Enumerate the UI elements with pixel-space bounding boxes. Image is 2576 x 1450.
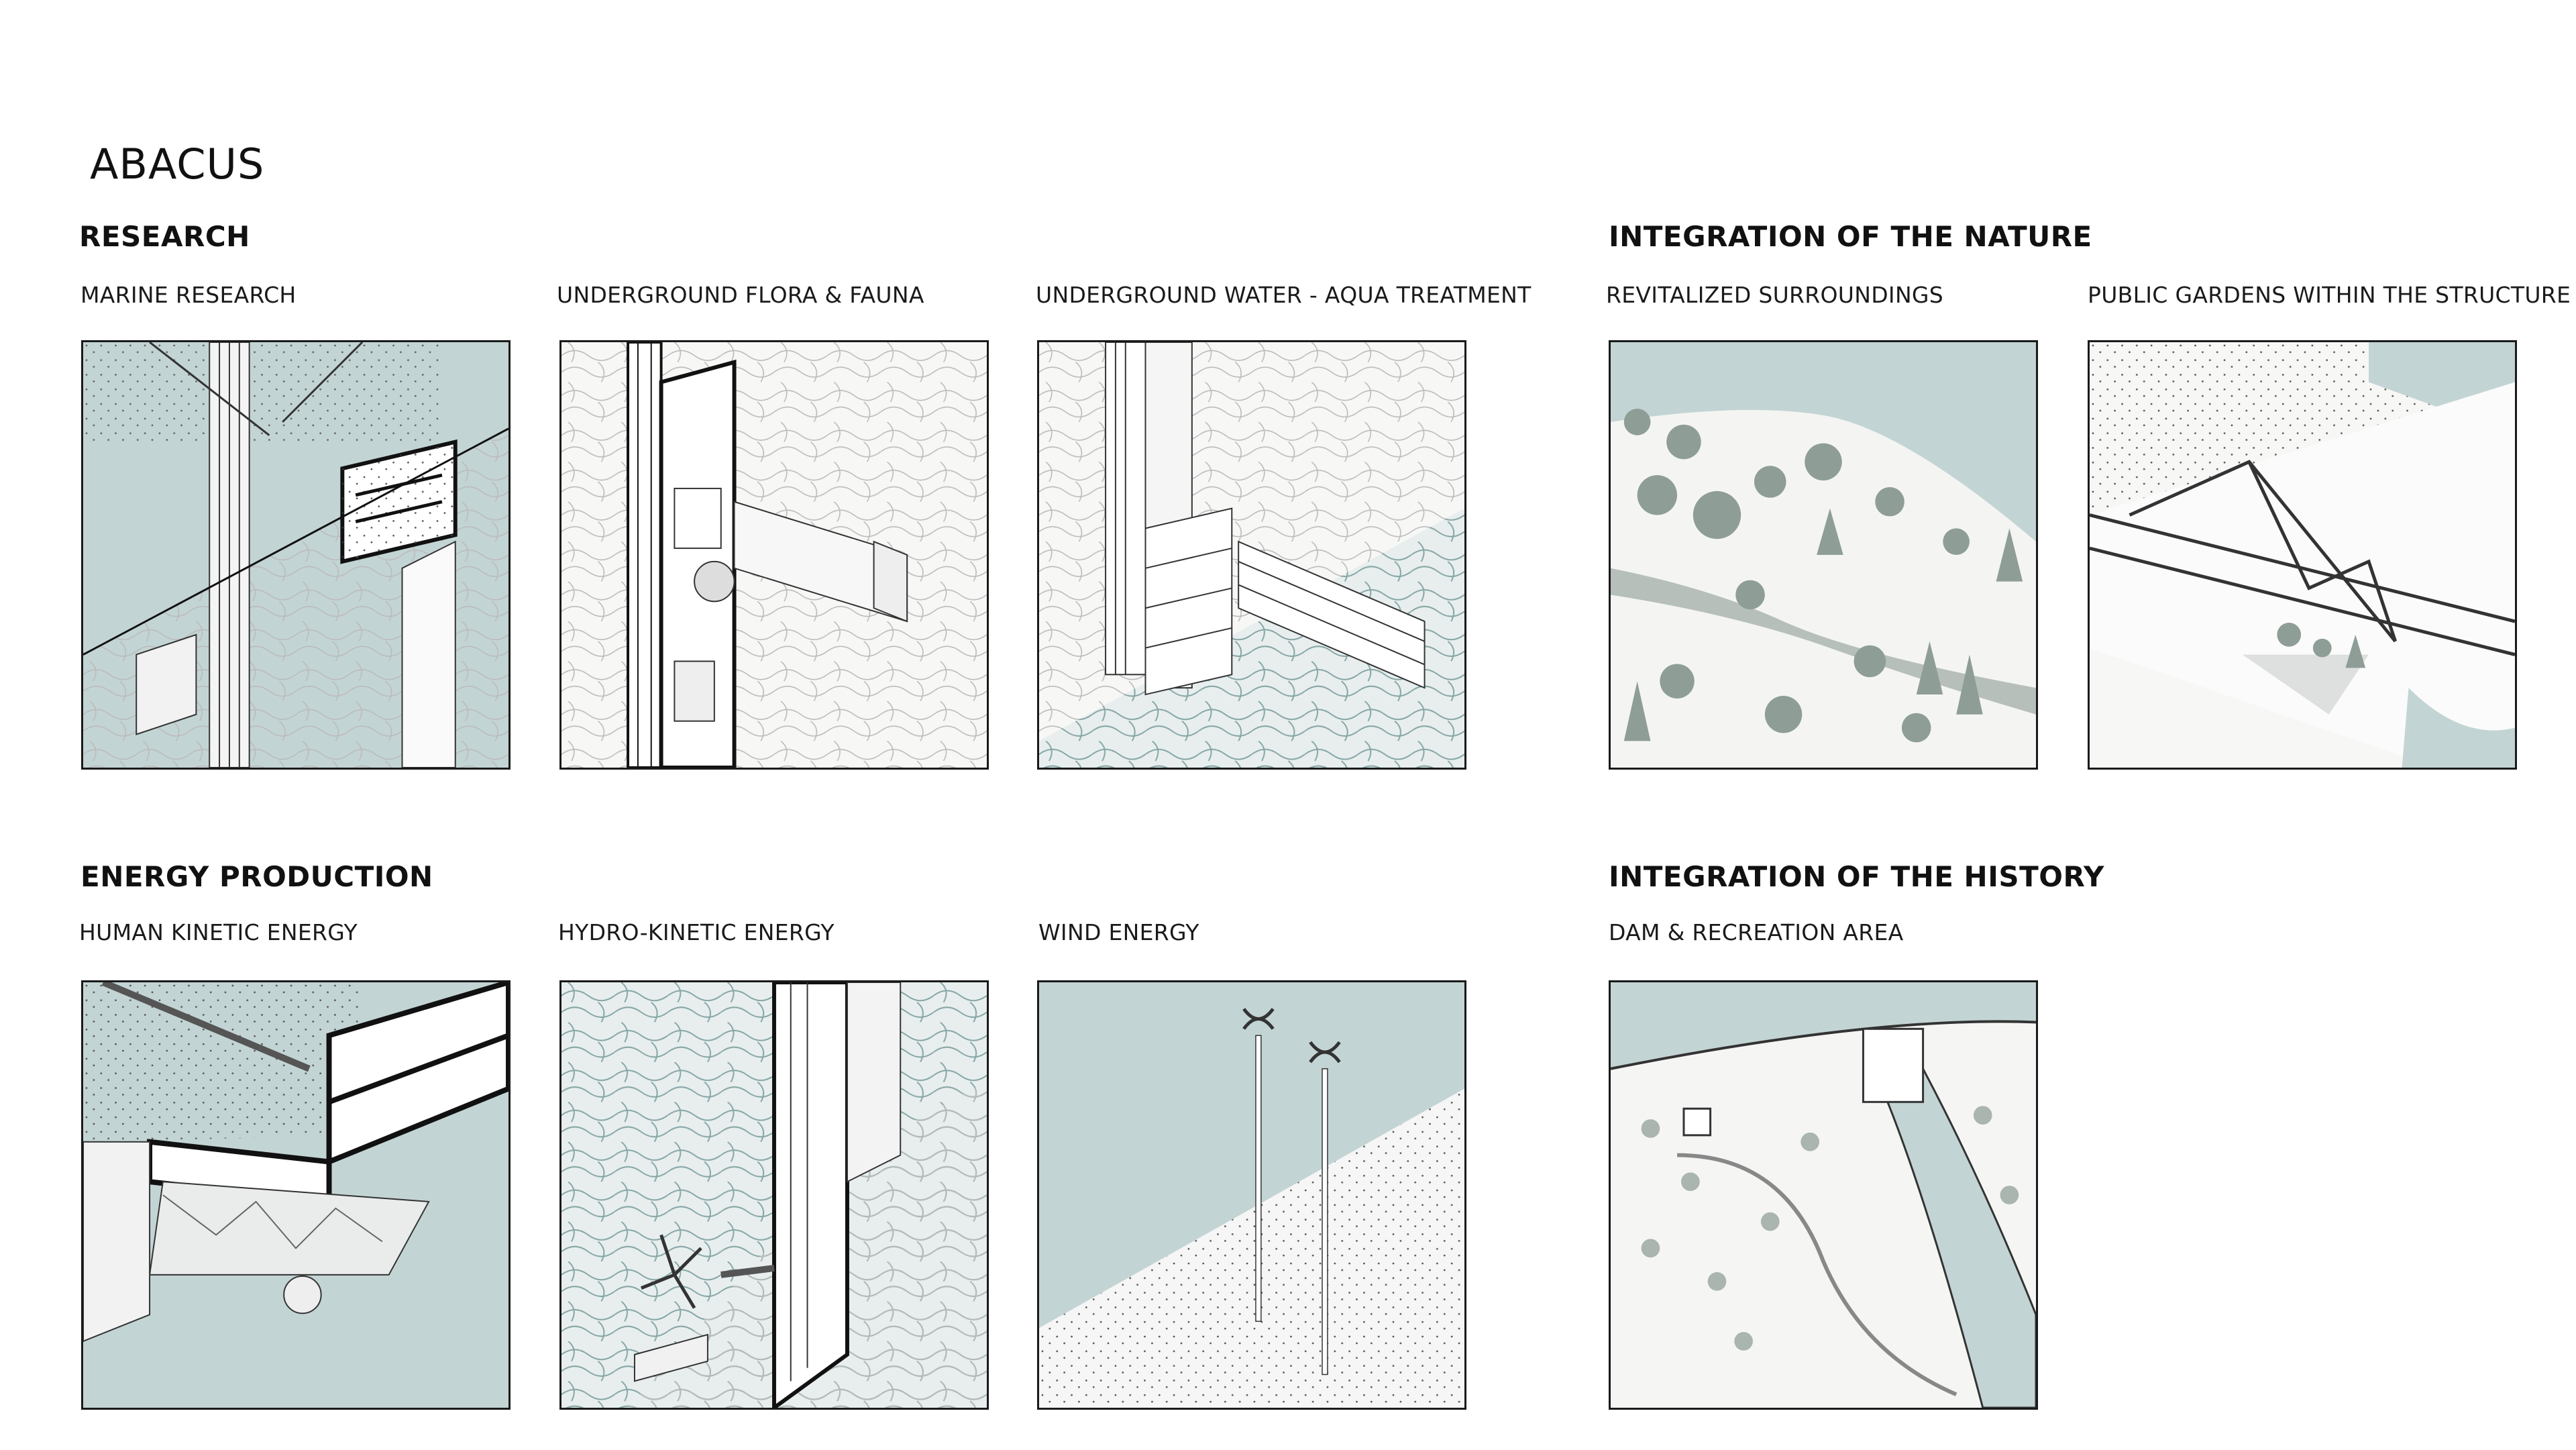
section-history: INTEGRATION OF THE HISTORY (1609, 860, 2104, 893)
aqua-treatment-illustration (1039, 342, 1464, 768)
dam-recreation-illustration (1611, 982, 2036, 1408)
flora-fauna-illustration (561, 342, 987, 768)
page-title: ABACUS (90, 140, 265, 189)
public-gardens-drawing (2088, 340, 2517, 770)
revitalized-surroundings-illustration (1611, 342, 2036, 768)
section-energy: ENERGY PRODUCTION (80, 860, 433, 893)
section-research: RESEARCH (79, 220, 250, 253)
aqua-treatment-drawing (1037, 340, 1466, 770)
human-kinetic-illustration (83, 982, 508, 1408)
public-gardens-illustration (2090, 342, 2515, 768)
section-nature: INTEGRATION OF THE NATURE (1609, 220, 2092, 253)
label-aqua-treatment: UNDERGROUND WATER - AQUA TREATMENT (1036, 282, 1532, 308)
label-dam-recreation: DAM & RECREATION AREA (1609, 919, 1904, 945)
marine-research-drawing (81, 340, 511, 770)
hydro-kinetic-drawing (559, 980, 989, 1410)
human-kinetic-drawing (81, 980, 511, 1410)
label-hydro-kinetic: HYDRO-KINETIC ENERGY (558, 919, 835, 945)
label-flora-fauna: UNDERGROUND FLORA & FAUNA (557, 282, 924, 308)
revitalized-surroundings-drawing (1609, 340, 2038, 770)
label-human-kinetic: HUMAN KINETIC ENERGY (79, 919, 358, 945)
flora-fauna-drawing (559, 340, 989, 770)
label-wind-energy: WIND ENERGY (1038, 919, 1199, 945)
wind-energy-illustration (1039, 982, 1464, 1408)
wind-energy-drawing (1037, 980, 1466, 1410)
label-revitalized-surroundings: REVITALIZED SURROUNDINGS (1606, 282, 1944, 308)
label-public-gardens: PUBLIC GARDENS WITHIN THE STRUCTURE (2088, 282, 2571, 308)
dam-recreation-drawing (1609, 980, 2038, 1410)
hydro-kinetic-illustration (561, 982, 987, 1408)
label-marine-research: MARINE RESEARCH (80, 282, 297, 308)
marine-research-illustration (83, 342, 508, 768)
